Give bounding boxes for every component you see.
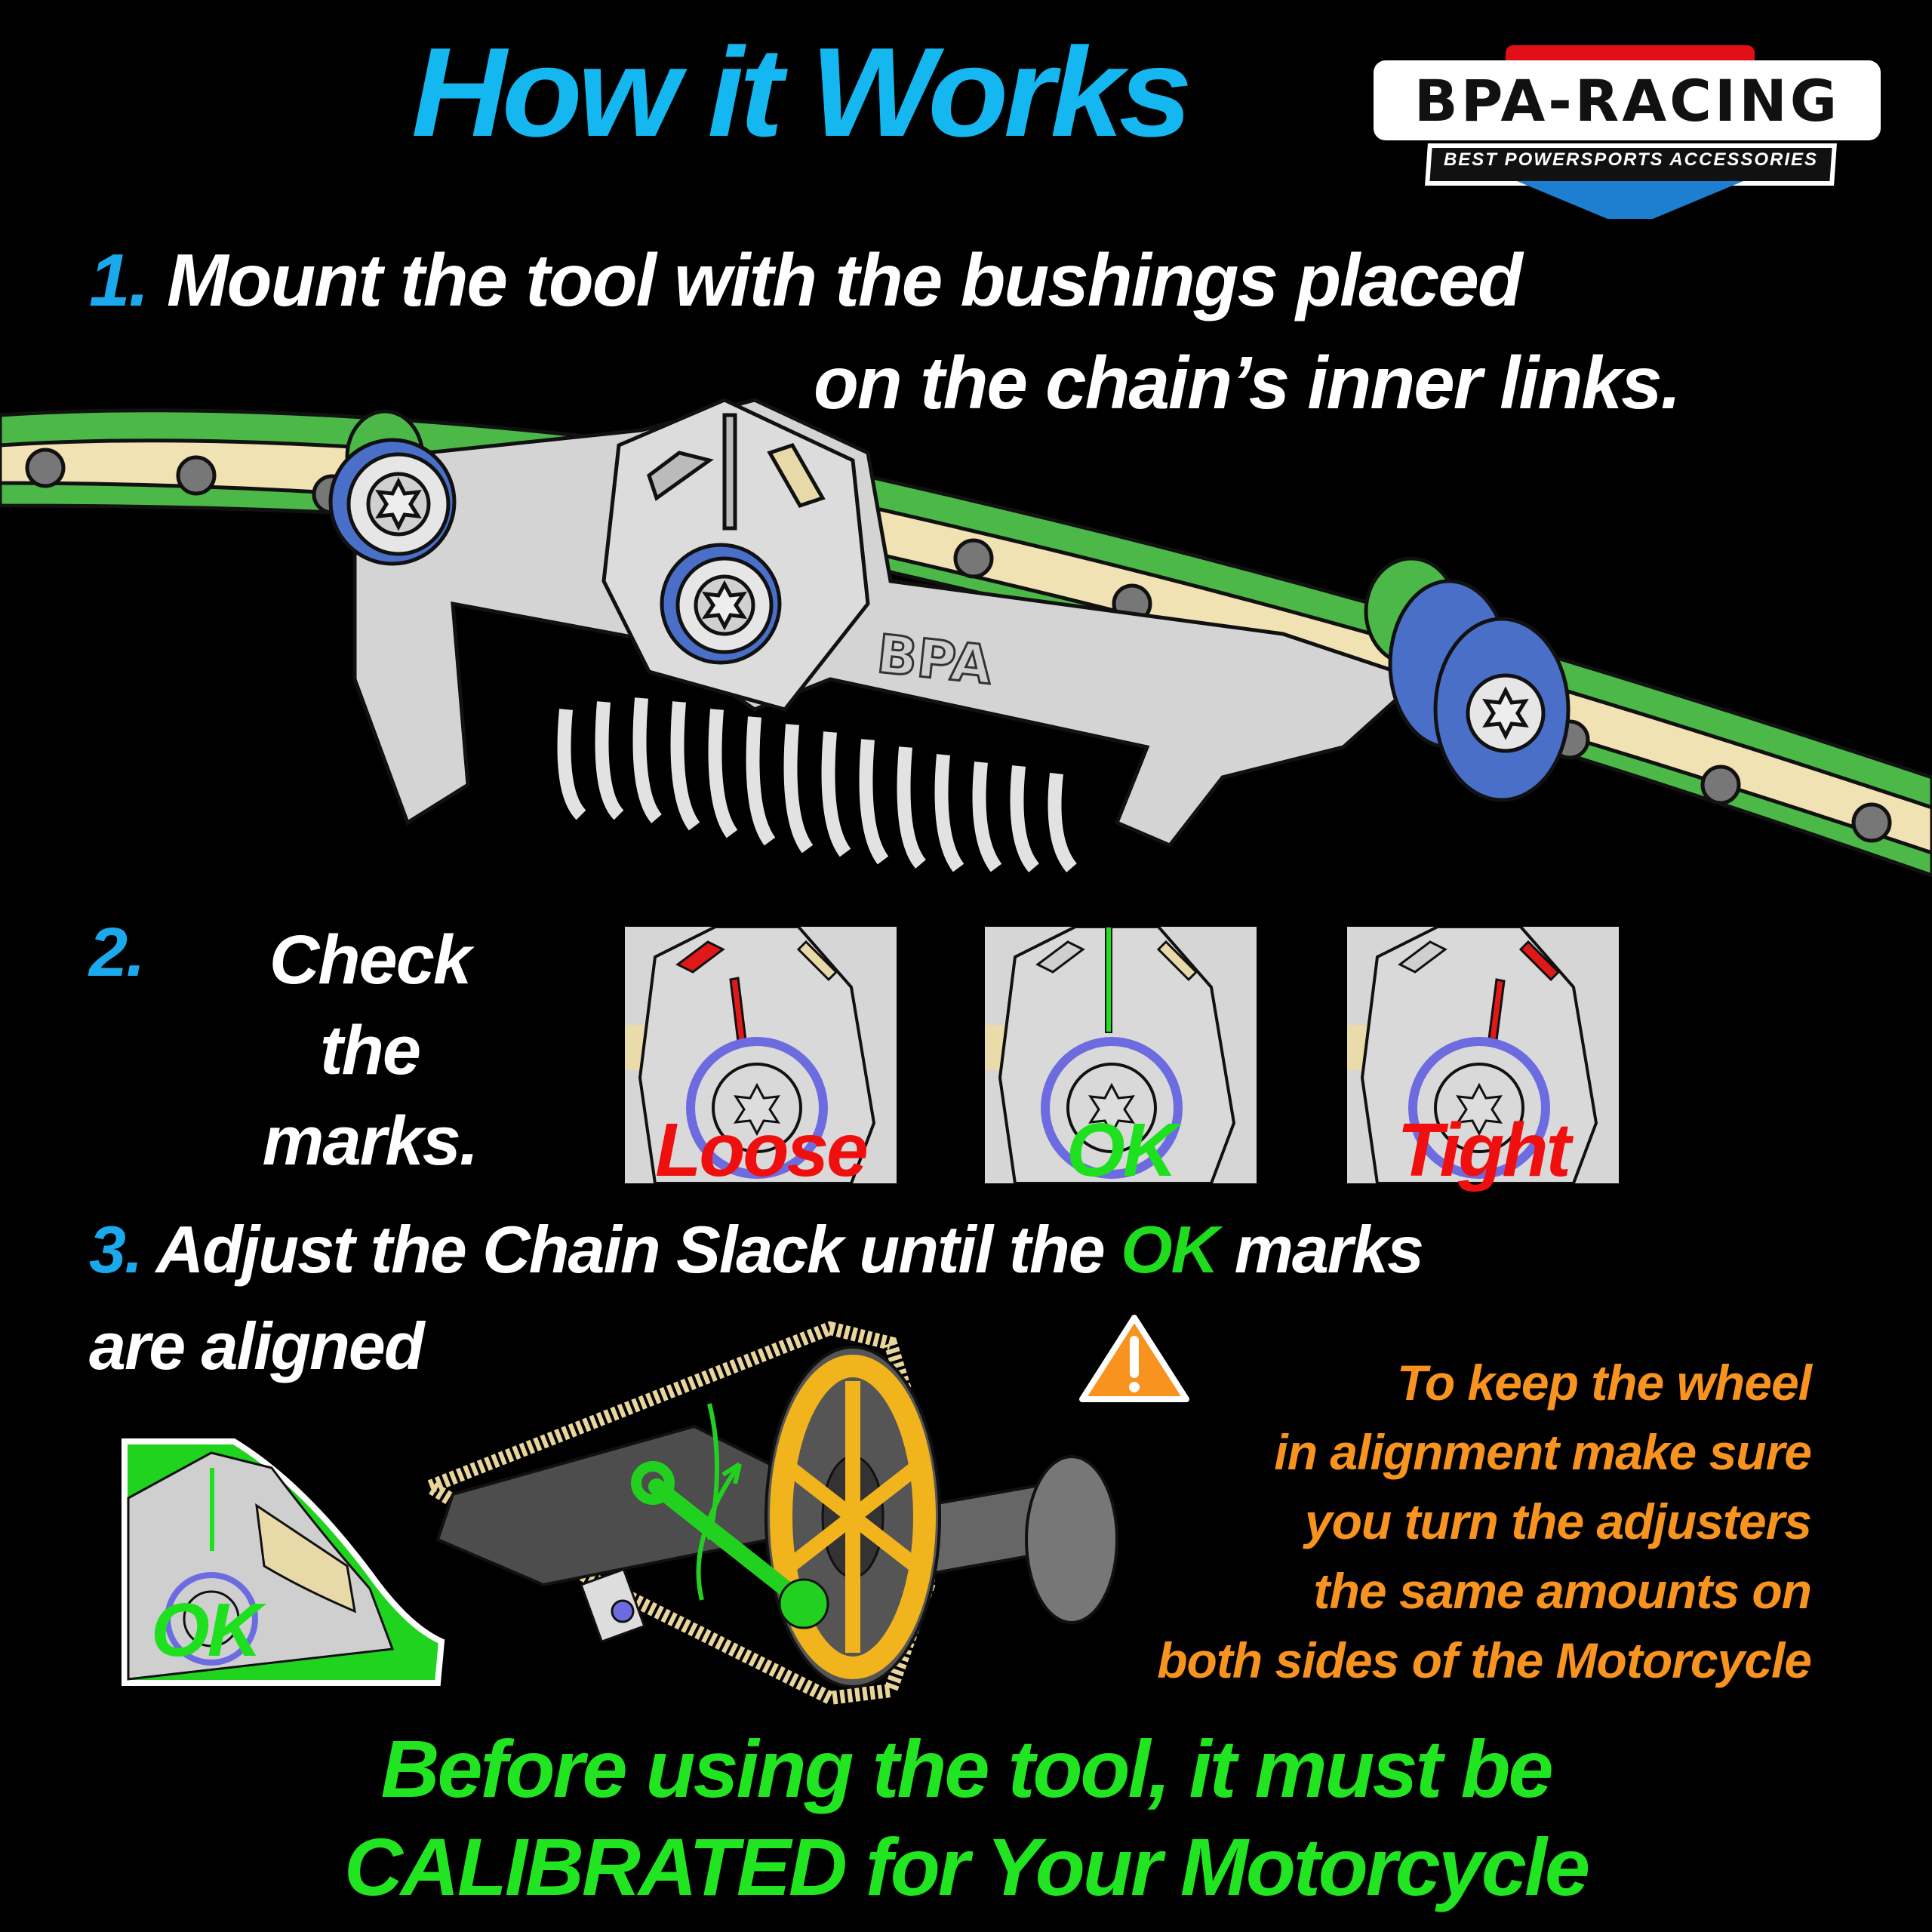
indicator-panel-loose: Loose — [625, 927, 897, 1188]
logo-tagline: BEST POWERSPORTS ACCESSORIES — [1443, 149, 1819, 170]
rear-sprocket — [764, 1346, 941, 1688]
warning-line-5: both sides of the Motorcycle — [1157, 1632, 1812, 1688]
indicator-panel-tight: Tight — [1347, 927, 1619, 1188]
torx-bolt-icon — [375, 477, 422, 531]
logo-plate — [1374, 60, 1881, 140]
warning-line-2: in alignment make sure — [1274, 1424, 1812, 1480]
page-title: How it Works — [411, 21, 1192, 163]
warning-line-3: you turn the adjusters — [1304, 1494, 1812, 1549]
indicator-label-ok: OK — [1066, 1108, 1177, 1192]
swingarm-sprocket-illustration — [414, 1321, 1118, 1706]
logo-wheel-emblem-icon — [1517, 181, 1743, 219]
warning-triangle-icon — [1079, 1315, 1189, 1402]
ok-marks-illustration — [985, 927, 1257, 1183]
warning-line-1: To keep the wheel — [1396, 1355, 1812, 1411]
step-3-line-2: are aligned — [89, 1309, 425, 1383]
center-bolt — [660, 543, 782, 665]
step-3-text-pre: Adjust the Chain Slack until the — [155, 1212, 1121, 1287]
inset-ok-label: OK — [151, 1588, 262, 1672]
ok-zoom-inset: OK — [121, 1438, 445, 1687]
chain-tool-illustration: BPA — [0, 398, 1932, 878]
torx-bolt-icon — [734, 1082, 780, 1137]
torx-bolt-icon — [701, 580, 748, 631]
step-3-text-post: marks — [1217, 1212, 1424, 1287]
warning-line-4: the same amounts on — [1313, 1563, 1812, 1619]
wheel-hub — [1025, 1455, 1118, 1624]
step-3-ok-highlight: OK — [1121, 1212, 1219, 1287]
step-2-text: Check the marks. — [219, 915, 521, 1186]
step-2-line-2: the — [320, 1012, 421, 1089]
bpa-engraving: BPA — [874, 623, 995, 696]
indicator-panel-ok: OK — [985, 927, 1257, 1188]
left-bushing — [328, 409, 457, 566]
step-1-text: Mount the tool with the bushings placed — [166, 238, 1523, 321]
step-2-line-1: Check — [269, 921, 472, 998]
rotation-arrow-icon — [696, 1463, 742, 1601]
indicator-label-loose: Loose — [655, 1108, 868, 1192]
logo-name: BPA-RACING — [1414, 67, 1841, 134]
calibration-note-line-2: CALIBRATED for Your Motorcycle — [343, 1821, 1590, 1912]
step-1-line-1: 1. Mount the tool with the bushings plac… — [89, 243, 1523, 317]
step-3-number: 3. — [89, 1212, 143, 1287]
swingarm — [435, 1424, 771, 1587]
loose-marks-illustration — [625, 927, 897, 1183]
right-bushing — [1364, 556, 1571, 802]
torx-bolt-icon — [1482, 686, 1529, 740]
brand-logo: BPA-RACING BEST POWERSPORTS ACCESSORIES — [1374, 45, 1887, 219]
step-3-line-1: 3. Adjust the Chain Slack until the OK m… — [89, 1217, 1424, 1283]
wrench-icon — [648, 1478, 808, 1608]
calibration-note-line-1: Before using the tool, it must be — [380, 1723, 1553, 1814]
step-1-line-2: on the chain’s inner links. — [814, 341, 1681, 424]
step-2-line-3: marks. — [262, 1103, 479, 1180]
tight-marks-illustration — [1347, 927, 1619, 1183]
tension-spring — [557, 697, 1078, 872]
torx-bolt-icon — [1088, 1082, 1135, 1137]
torx-bolt-icon — [1456, 1082, 1503, 1137]
step-1-number: 1. — [89, 238, 149, 321]
warning-text: To keep the wheel in alignment make sure… — [1057, 1348, 1812, 1695]
step-2-number: 2. — [89, 914, 146, 991]
indicator-label-tight: Tight — [1397, 1108, 1571, 1192]
